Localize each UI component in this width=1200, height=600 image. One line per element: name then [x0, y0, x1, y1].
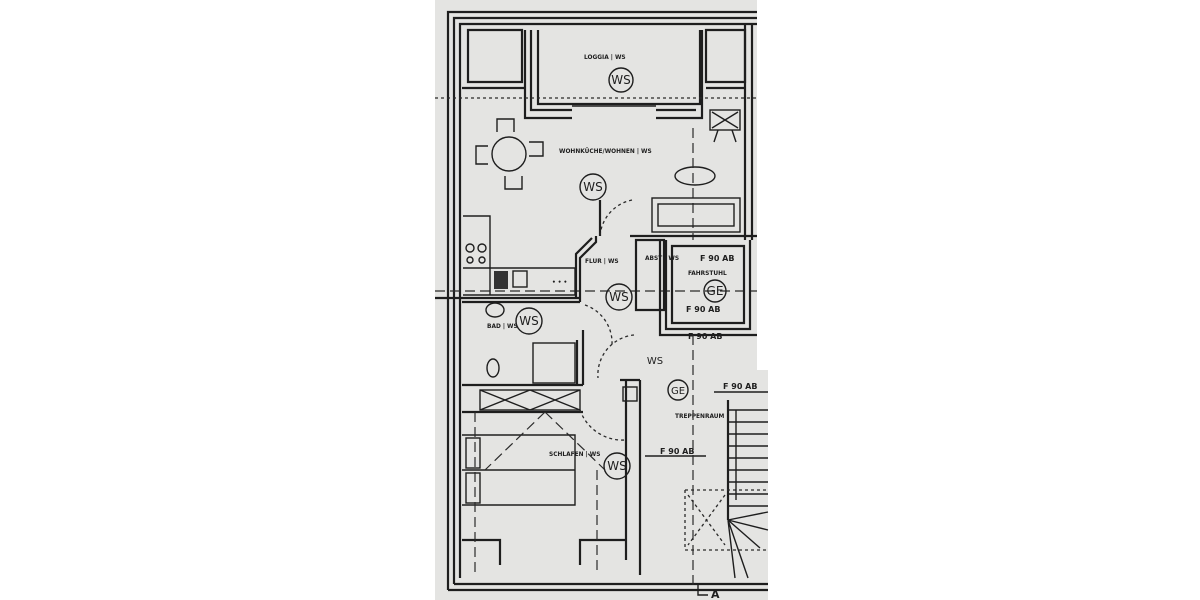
room-label-loggia: LOGGIA | WS: [584, 53, 626, 62]
room-label-stair: TREPPENRAUM: [675, 412, 725, 420]
zone-label-bedroom: WS: [607, 459, 626, 473]
kitchen-counter: • • •: [463, 215, 576, 296]
room-label-living: WOHNKÜCHE/WOHNEN | WS: [559, 146, 652, 156]
zone-circle-loggia: [608, 67, 634, 93]
zone-label-living: WS: [583, 180, 602, 194]
room-label-bath: BAD | WS: [487, 322, 518, 331]
svg-text:• • •: • • •: [552, 278, 567, 286]
zone-circle-stair: [667, 379, 689, 401]
door-swing: [597, 334, 635, 379]
zone-circle-bath: [515, 307, 543, 335]
door-swing: [599, 199, 633, 237]
zone-label-loggia: WS: [611, 73, 630, 87]
fire-label: F 90 AB: [688, 332, 722, 341]
bed: [462, 411, 606, 575]
corridor-zone-label: WS: [647, 356, 663, 367]
section-arrow: [697, 585, 708, 596]
fire-label: F 90 AB: [686, 305, 720, 314]
coffee-table: [674, 166, 716, 186]
zone-label-stair: GE: [671, 386, 685, 397]
room-label-bedroom: SCHLAFEN | WS: [549, 450, 600, 459]
door-swing: [579, 409, 626, 441]
wardrobe: [479, 389, 581, 411]
fire-label: F 90 AB: [660, 447, 694, 456]
zone-circle-flur: [605, 283, 633, 311]
staircase: [684, 400, 769, 579]
room-label-abst: ABST | WS: [645, 254, 679, 263]
zone-label-bath: WS: [519, 314, 538, 328]
door-swing: [584, 304, 613, 346]
zone-circle-bedroom: [603, 452, 631, 480]
room-label-flur: FLUR | WS: [585, 257, 619, 266]
zone-circle-living: [579, 173, 607, 201]
zone-label-elevator: GE: [707, 284, 724, 298]
plan-paper: [435, 0, 768, 600]
interior-walls: [435, 200, 757, 575]
sofa: [651, 197, 741, 233]
room-label-elevator: FAHRSTUHL: [688, 269, 727, 277]
tv-stand: [709, 109, 741, 143]
loggia: [462, 28, 747, 120]
fire-label: F 90 AB: [723, 382, 757, 391]
section-marker: A: [711, 588, 720, 600]
fire-label: F 90 AB: [700, 254, 734, 263]
zone-label-flur: WS: [609, 290, 628, 304]
zone-circle-elevator: [703, 279, 727, 303]
shaft: [622, 386, 638, 402]
bathroom-fixtures: [485, 302, 576, 384]
dining-table: [475, 118, 544, 190]
